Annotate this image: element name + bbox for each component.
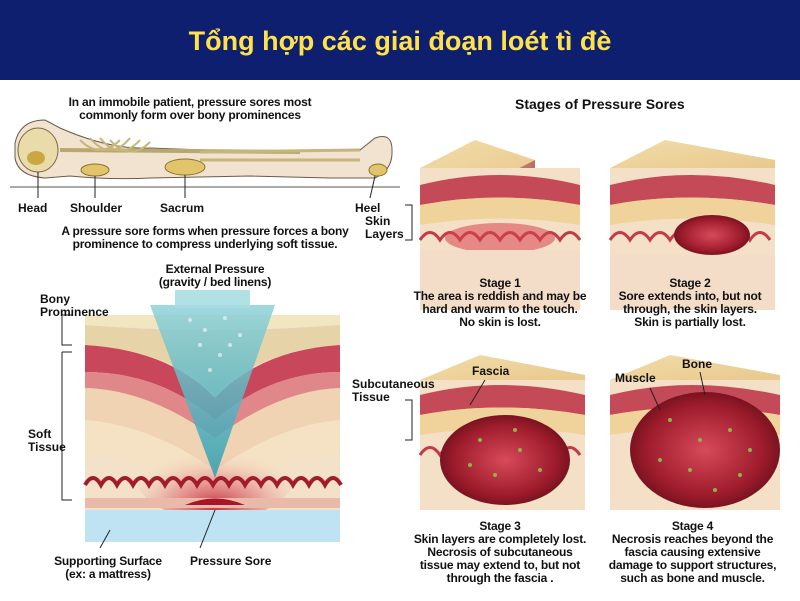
stage3-line-4: through the fascia . [446, 571, 554, 585]
skin-line-1: Skin [365, 214, 391, 228]
muscle-label: Muscle [615, 371, 656, 385]
bony-prominence-label: Bony Prominence [40, 293, 109, 319]
stage2-line-3: Skin is partially lost. [634, 315, 746, 329]
stage3-line-1: Skin layers are completely lost. [413, 532, 587, 546]
external-line-2: (gravity / bed linens) [158, 275, 272, 289]
subcut-line-2: Tissue [352, 390, 390, 404]
pressure-sore-label: Pressure Sore [190, 554, 272, 568]
subcutaneous-label: Subcutaneous Tissue [352, 378, 435, 404]
label-sacrum: Sacrum [160, 201, 205, 215]
explain-line-1: A pressure sore forms when pressure forc… [61, 224, 349, 238]
bone-label: Bone [682, 357, 712, 371]
stage4-line-4: such as bone and muscle. [620, 571, 765, 585]
label-head: Head [18, 201, 48, 215]
stage3-line-3: tissue may extend to, but not [419, 558, 581, 572]
stage4-line-2: fascia causing extensive [624, 545, 761, 559]
intro-text: In an immobile patient, pressure sores m… [40, 96, 340, 122]
skin-layers-label: Skin Layers [365, 215, 404, 241]
intro-line-1: In an immobile patient, pressure sores m… [68, 95, 312, 109]
title-banner: Tổng hợp các giai đoạn loét tì đè [0, 0, 800, 80]
support-line-1: Supporting Surface [54, 554, 162, 568]
soft-line-1: Soft [28, 427, 52, 441]
skin-line-2: Layers [365, 227, 404, 241]
patient-figure [10, 119, 400, 199]
label-heel: Heel [355, 201, 381, 215]
stage1-cube [418, 140, 582, 310]
stage4-line-3: damage to support structures, [608, 558, 777, 572]
label-shoulder: Shoulder [70, 201, 123, 215]
stage1-line-1: The area is reddish and may be [413, 289, 587, 303]
stage2-line-2: through, the skin layers. [623, 302, 757, 316]
stage3-line-2: Necrosis of subcutaneous [427, 545, 573, 559]
stage1-caption: Stage 1 The area is reddish and may be h… [410, 277, 590, 329]
external-pressure-label: External Pressure (gravity / bed linens) [140, 263, 290, 289]
bony-line-2: Prominence [40, 305, 109, 319]
stage4-line-1: Necrosis reaches beyond the [611, 532, 774, 546]
stage3-caption: Stage 3 Skin layers are completely lost.… [405, 520, 595, 585]
stage1-line-2: hard and warm to the touch. [422, 302, 578, 316]
fascia-label: Fascia [472, 364, 510, 378]
stage4-title: Stage 4 [671, 519, 714, 533]
bony-line-1: Bony [40, 292, 70, 306]
explain-line-2: prominence to compress underlying soft t… [72, 237, 338, 251]
tissue-cross-section [61, 290, 343, 549]
soft-tissue-label: Soft Tissue [28, 428, 66, 454]
external-line-1: External Pressure [165, 262, 265, 276]
stage2-title: Stage 2 [669, 276, 711, 290]
stage3-title: Stage 3 [479, 519, 521, 533]
soft-line-2: Tissue [28, 440, 66, 454]
subcut-line-1: Subcutaneous [352, 377, 435, 391]
stage1-title: Stage 1 [479, 276, 521, 290]
stage4-cube [610, 355, 780, 510]
page-title: Tổng hợp các giai đoạn loét tì đè [188, 26, 612, 56]
support-line-2: (ex: a mattress) [65, 567, 151, 581]
stage2-line-1: Sore extends into, but not [618, 289, 762, 303]
stages-heading: Stages of Pressure Sores [515, 96, 685, 112]
stage4-caption: Stage 4 Necrosis reaches beyond the fasc… [600, 520, 785, 585]
explain-text: A pressure sore forms when pressure forc… [30, 225, 380, 251]
stage2-caption: Stage 2 Sore extends into, but not throu… [600, 277, 780, 329]
stage2-cube [608, 140, 775, 310]
intro-line-2: commonly form over bony prominences [79, 108, 301, 122]
stage3-cube [418, 355, 585, 510]
stage1-line-3: No skin is lost. [459, 315, 541, 329]
supporting-surface-label: Supporting Surface (ex: a mattress) [48, 555, 168, 581]
